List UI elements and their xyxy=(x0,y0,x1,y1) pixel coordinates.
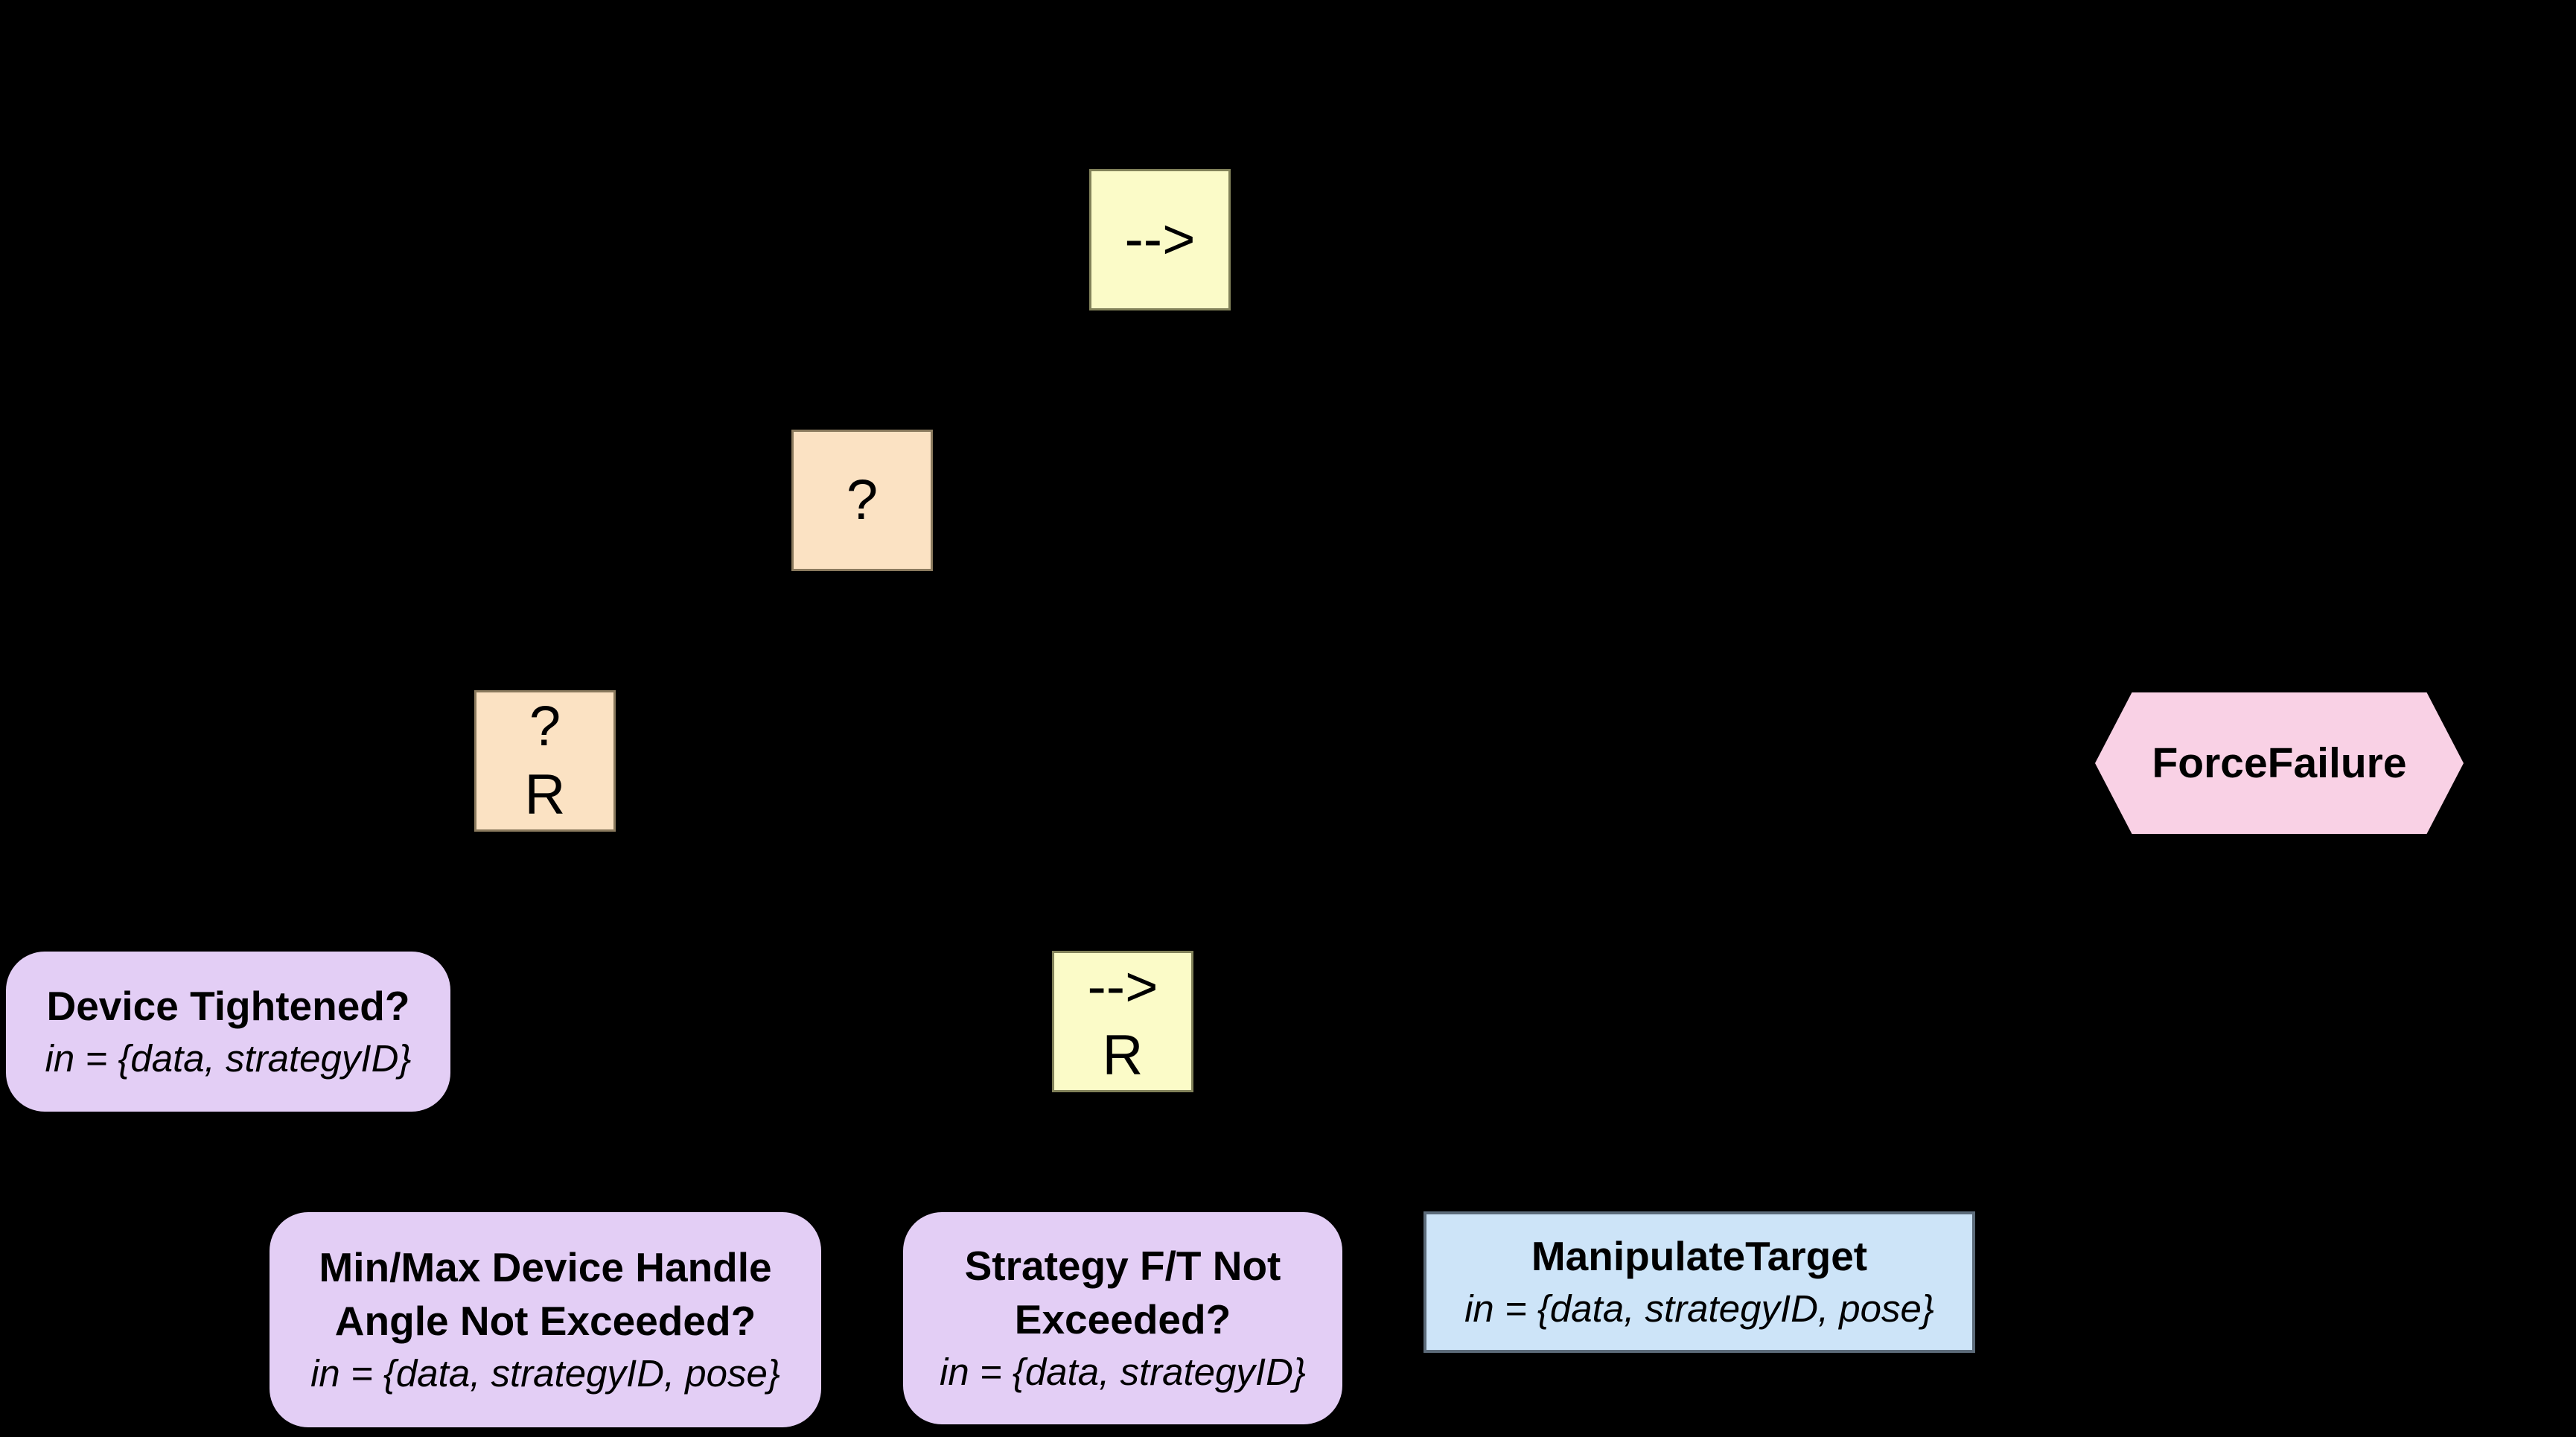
sequence-retry-node[interactable]: --> R xyxy=(1052,951,1193,1092)
condition-minmax-angle[interactable]: Min/Max Device Handle Angle Not Exceeded… xyxy=(270,1212,821,1427)
sequence-symbol: --> xyxy=(1124,208,1196,271)
retry-decorator-label: R xyxy=(524,763,566,826)
force-failure-label: ForceFailure xyxy=(2152,739,2407,787)
condition-strategy-ft[interactable]: Strategy F/T Not Exceeded? in = {data, s… xyxy=(903,1212,1342,1424)
condition-title: Device Tightened? xyxy=(46,982,410,1029)
action-title: ManipulateTarget xyxy=(1531,1233,1868,1279)
condition-params: in = {data, strategyID} xyxy=(940,1350,1306,1393)
force-failure-node[interactable]: ForceFailure xyxy=(2095,692,2464,834)
condition-params: in = {data, strategyID} xyxy=(45,1036,412,1080)
condition-title: Strategy F/T Not Exceeded? xyxy=(964,1242,1281,1342)
fallback-symbol: ? xyxy=(529,695,561,758)
condition-params: in = {data, strategyID, pose} xyxy=(310,1351,780,1395)
condition-device-tightened[interactable]: Device Tightened? in = {data, strategyID… xyxy=(6,952,450,1112)
fallback-node[interactable]: ? xyxy=(791,430,933,571)
fallback-symbol: ? xyxy=(846,468,879,532)
sequence-root-node[interactable]: --> xyxy=(1089,169,1231,310)
condition-title: Min/Max Device Handle Angle Not Exceeded… xyxy=(319,1243,772,1344)
retry-decorator-label: R xyxy=(1102,1024,1144,1087)
action-manipulate-target[interactable]: ManipulateTarget in = {data, strategyID,… xyxy=(1424,1211,1975,1353)
fallback-retry-node[interactable]: ? R xyxy=(474,690,616,832)
action-params: in = {data, strategyID, pose} xyxy=(1464,1287,1934,1330)
sequence-symbol: --> xyxy=(1087,955,1158,1019)
